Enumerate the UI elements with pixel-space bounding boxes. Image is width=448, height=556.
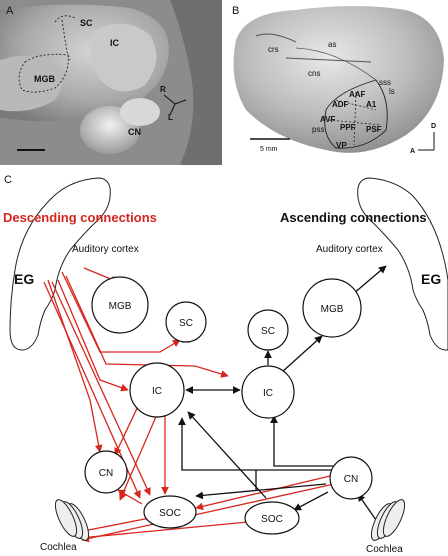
panel-b-avf-label: AVF	[320, 115, 336, 124]
auditory-cortex-right: Auditory cortex	[316, 244, 383, 255]
panel-b-crs-label: crs	[268, 45, 279, 54]
arrow-soc-to-cochlea	[77, 517, 151, 535]
arrow-cn-to-soc-cross	[195, 483, 327, 500]
panel-a-mgb-label: MGB	[34, 74, 55, 84]
panel-b-aaf-label: AAF	[349, 90, 366, 99]
arrow-cn-to-soc-right	[293, 491, 329, 511]
node-soc-right-label: SOC	[261, 514, 283, 525]
panel-b-ls-label: ls	[389, 87, 395, 96]
ascending-connections-title: Ascending connections	[280, 210, 427, 225]
arrow-cortex-to-soc-1	[51, 281, 151, 496]
node-sc-left-label: SC	[179, 318, 193, 329]
arrow-soc-right-to-cochlea	[79, 521, 249, 542]
node-cn-right-label: CN	[344, 474, 358, 485]
panel-a-cn-label: CN	[128, 127, 141, 137]
panel-b-a-label: A	[410, 148, 415, 155]
auditory-cortex-left: Auditory cortex	[72, 244, 139, 255]
arrow-ic-to-mgb	[281, 335, 323, 373]
panel-c-letter: C	[4, 174, 12, 186]
node-ic-left-label: IC	[152, 386, 162, 397]
panel-b-scale-label: 5 mm	[260, 146, 278, 153]
panel-a-orientation-arrows	[163, 94, 187, 116]
panel-b-pss-label: pss	[312, 125, 324, 134]
arrow-cochlea-to-cn	[357, 493, 377, 521]
panel-b-ppf-label: PPF	[340, 123, 356, 132]
panel-b-psf-label: PSF	[366, 125, 382, 134]
arrow-cortex-to-ic-left	[57, 279, 129, 392]
descending-connections-title: Descending connections	[3, 210, 157, 225]
arrow-soc-to-ic-left	[187, 411, 267, 499]
node-soc-right: SOC	[244, 501, 300, 535]
node-cn-right: CN	[329, 456, 373, 500]
panel-b-cns-label: cns	[308, 69, 320, 78]
arrow-cn-to-ic-left	[178, 417, 342, 471]
cochlea-left-icon	[54, 499, 90, 541]
arrow-cortex-to-sc	[61, 271, 181, 353]
node-ic-left: IC	[129, 362, 185, 418]
panel-b-photo: B crs as cns ls sss AAF ADF A1 AVF pss P…	[226, 0, 448, 165]
panel-a-photo: A SC IC MGB CN R L	[0, 0, 222, 165]
arrow-cn-to-cochlea	[81, 483, 335, 543]
arrow-ic-to-soc-diag	[119, 411, 159, 501]
node-ic-right: IC	[241, 365, 295, 419]
arrow-ic-to-cn	[114, 401, 141, 456]
arrow-soc-to-cn	[117, 489, 143, 505]
node-sc-right: SC	[247, 309, 289, 351]
node-mgb-right: MGB	[302, 278, 362, 338]
cochlea-left-label: Cochlea	[40, 542, 77, 553]
cochlea-right-label: Cochlea	[366, 544, 403, 555]
node-cn-left-label: CN	[99, 468, 113, 479]
panel-a-l-label: L	[168, 113, 173, 122]
node-ic-right-label: IC	[263, 388, 273, 399]
node-mgb-right-label: MGB	[321, 304, 344, 315]
panel-b-as-label: as	[328, 40, 336, 49]
arrow-cn-to-soc-left	[195, 475, 331, 511]
panel-a-sc-label: SC	[80, 18, 93, 28]
panel-a-r-label: R	[160, 85, 166, 94]
node-sc-left: SC	[165, 301, 207, 343]
node-soc-left-label: SOC	[159, 508, 181, 519]
node-sc-right-label: SC	[261, 326, 275, 337]
cochlea-right-icon	[370, 499, 406, 541]
node-mgb-left-label: MGB	[109, 301, 132, 312]
panel-a-ic-label: IC	[110, 38, 120, 48]
panel-b-d-label: D	[431, 123, 436, 130]
right-head-outline	[357, 177, 448, 351]
node-soc-left: SOC	[143, 495, 197, 529]
panel-b-letter: B	[232, 5, 239, 17]
node-cn-left: CN	[84, 450, 128, 494]
eg-left-label: EG	[14, 271, 34, 287]
panel-a-letter: A	[6, 5, 14, 17]
arrow-cortex-to-cn	[47, 279, 103, 453]
node-mgb-left: MGB	[91, 276, 149, 334]
panel-b-sss-label: sss	[379, 78, 391, 87]
left-head-outline	[9, 177, 111, 351]
panel-b-orientation-arrows	[418, 132, 435, 151]
panel-b-vp-label: VP	[336, 141, 347, 150]
panel-b-a1-label: A1	[366, 100, 377, 109]
eg-right-label: EG	[421, 271, 441, 287]
panel-b-adf-label: ADF	[332, 100, 349, 109]
